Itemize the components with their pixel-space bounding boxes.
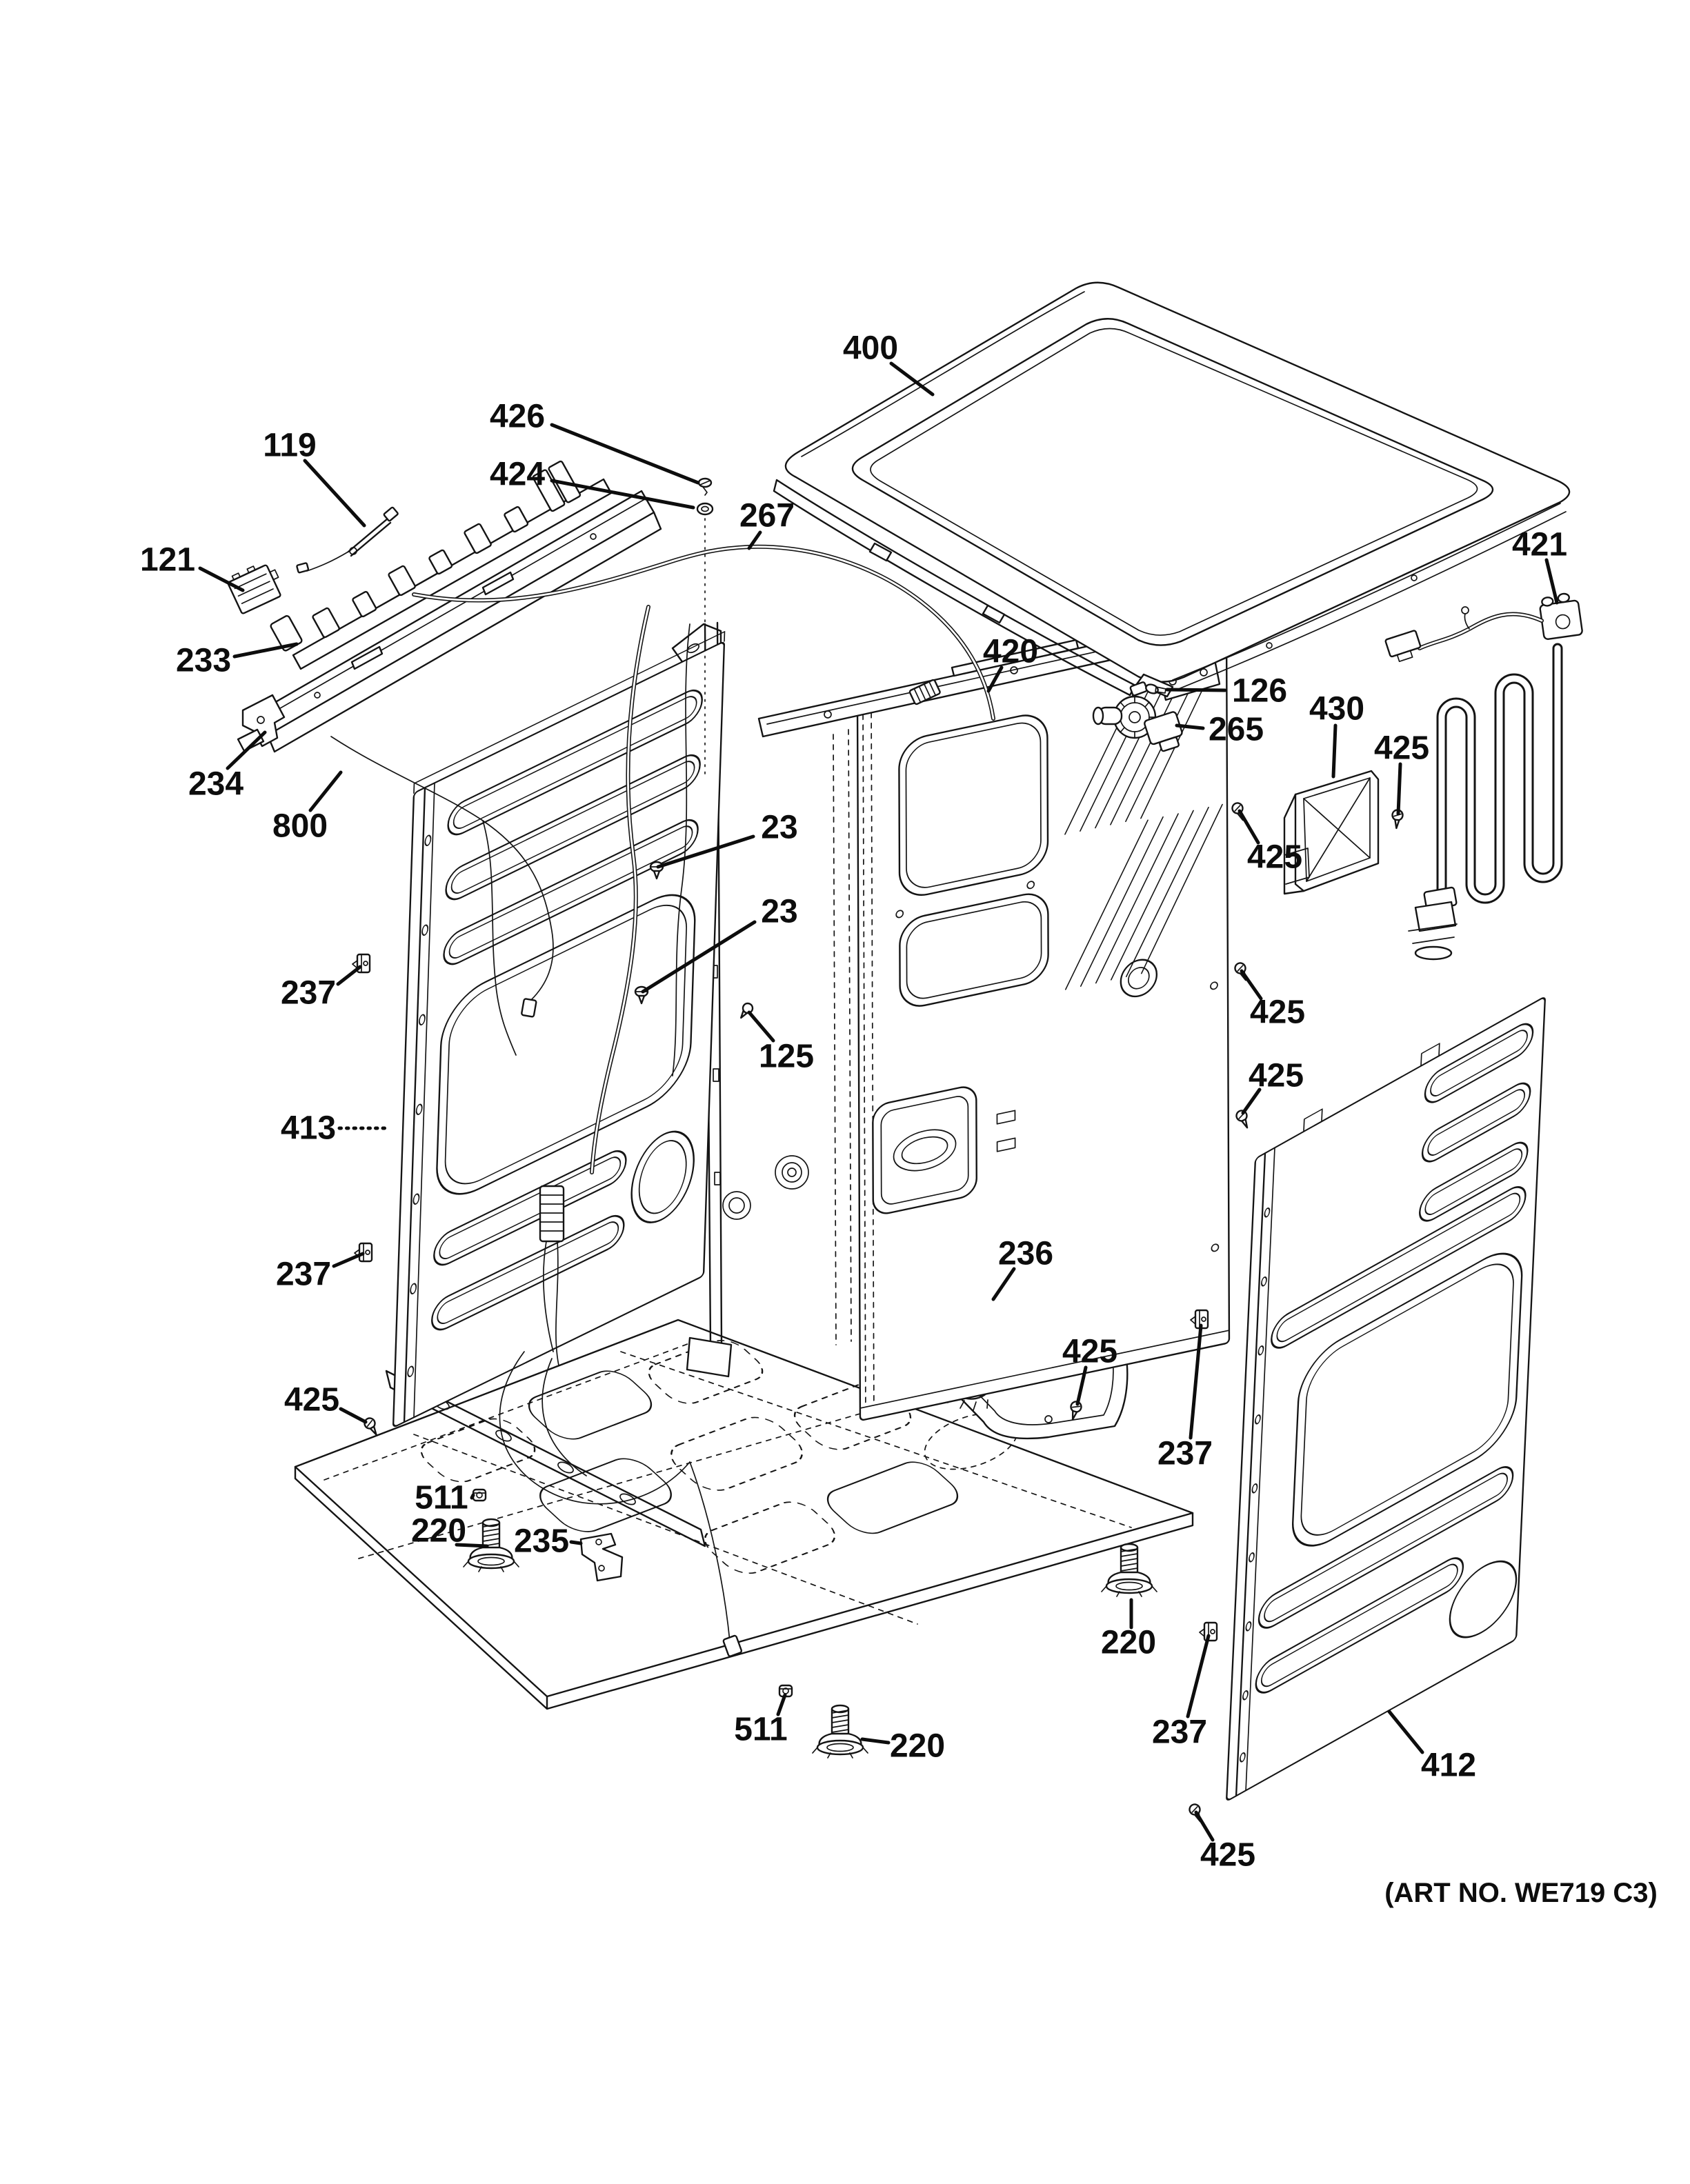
leader-121	[198, 566, 245, 592]
callout-412: 412	[1421, 1747, 1476, 1784]
callout-511: 511	[734, 1712, 787, 1748]
leader-267	[747, 530, 762, 550]
leader-119	[303, 459, 366, 528]
leader-425	[339, 1407, 368, 1424]
callout-237: 237	[1157, 1436, 1213, 1472]
drive-265	[1092, 681, 1183, 752]
leader-400	[889, 361, 935, 397]
base-deck-cutouts	[420, 1339, 959, 1574]
callout-426: 426	[490, 399, 545, 435]
callout-23: 23	[761, 810, 797, 846]
leader-511	[470, 1493, 475, 1500]
leader-220	[455, 1543, 489, 1548]
top-panel-400	[773, 281, 1571, 698]
callout-421: 421	[1512, 527, 1567, 563]
leader-511	[776, 1693, 787, 1716]
heater-bottom-bracket	[1408, 886, 1458, 961]
callout-220: 220	[890, 1728, 945, 1765]
leader-234	[226, 730, 267, 770]
leader-235	[569, 1540, 583, 1545]
control-board-233	[270, 460, 613, 670]
callout-425: 425	[1249, 1058, 1304, 1094]
leader-421	[1544, 558, 1559, 605]
art-number: (ART NO. WE719 C3)	[1384, 1878, 1658, 1908]
base-platform	[294, 1319, 1194, 1710]
right-panel-412	[1226, 997, 1546, 1801]
callout-430: 430	[1309, 691, 1364, 728]
callout-425: 425	[1374, 730, 1429, 767]
leader-430	[1331, 723, 1338, 779]
callout-237: 237	[276, 1256, 331, 1293]
leader-125	[747, 1010, 775, 1043]
callout-233: 233	[176, 643, 231, 679]
hi-limit-thermostat	[1539, 592, 1583, 640]
leader-23	[641, 920, 757, 994]
callout-425: 425	[1200, 1837, 1255, 1874]
callout-23: 23	[761, 894, 797, 930]
leader-425	[1194, 1810, 1215, 1842]
leader-23	[656, 834, 755, 869]
callout-125: 125	[759, 1039, 814, 1075]
callout-511: 511	[415, 1480, 468, 1516]
callout-420: 420	[983, 634, 1038, 670]
callout-119: 119	[263, 428, 316, 464]
callout-267: 267	[739, 498, 795, 534]
callout-425: 425	[1250, 994, 1305, 1031]
bracket-235	[579, 1532, 624, 1582]
leader-420	[986, 665, 1004, 693]
leader-237	[336, 965, 362, 986]
callout-265: 265	[1209, 712, 1264, 748]
callout-220: 220	[1101, 1625, 1156, 1661]
grommet-424	[696, 502, 714, 516]
callout-413: 413	[281, 1110, 336, 1147]
leader-425	[1237, 809, 1260, 845]
leader-424	[550, 479, 695, 510]
callout-121: 121	[140, 542, 195, 579]
pcb-121	[227, 564, 281, 614]
callout-236: 236	[998, 1236, 1053, 1272]
callout-425: 425	[284, 1382, 339, 1419]
leader-236	[991, 1267, 1016, 1301]
control-support-234	[237, 490, 662, 753]
leader-426	[550, 423, 700, 485]
leader-265	[1175, 723, 1205, 730]
heater-element-421	[1384, 592, 1583, 961]
callout-237: 237	[281, 975, 336, 1012]
leader-412	[1387, 1710, 1424, 1754]
callout-126: 126	[1232, 673, 1287, 710]
sensor-119	[296, 506, 399, 574]
connector-blocks	[270, 460, 581, 652]
screw-125	[740, 1002, 754, 1019]
leader-425	[1075, 1365, 1088, 1406]
leader-220	[860, 1737, 891, 1745]
callout-425: 425	[1247, 839, 1302, 876]
callout-234: 234	[188, 766, 243, 803]
callout-425: 425	[1062, 1334, 1117, 1370]
leader-800	[308, 770, 343, 812]
callout-424: 424	[490, 457, 545, 493]
leader-425	[1240, 969, 1263, 1001]
leader-425	[1396, 762, 1402, 816]
callout-237: 237	[1152, 1714, 1207, 1751]
leader-237	[1189, 1323, 1203, 1440]
leader-233	[232, 642, 299, 659]
callout-220: 220	[411, 1513, 466, 1550]
callout-800: 800	[272, 808, 328, 845]
wire-harness-800	[330, 544, 995, 1657]
screw-126	[1145, 683, 1166, 694]
leader-237	[332, 1252, 365, 1268]
callout-400: 400	[843, 330, 898, 367]
inlet-duct-430	[1283, 770, 1380, 895]
leader-425	[1241, 1088, 1262, 1115]
left-panel-413	[392, 631, 726, 1427]
leader-237	[1186, 1634, 1211, 1719]
callout-235: 235	[514, 1523, 569, 1560]
screw-426	[697, 477, 713, 496]
